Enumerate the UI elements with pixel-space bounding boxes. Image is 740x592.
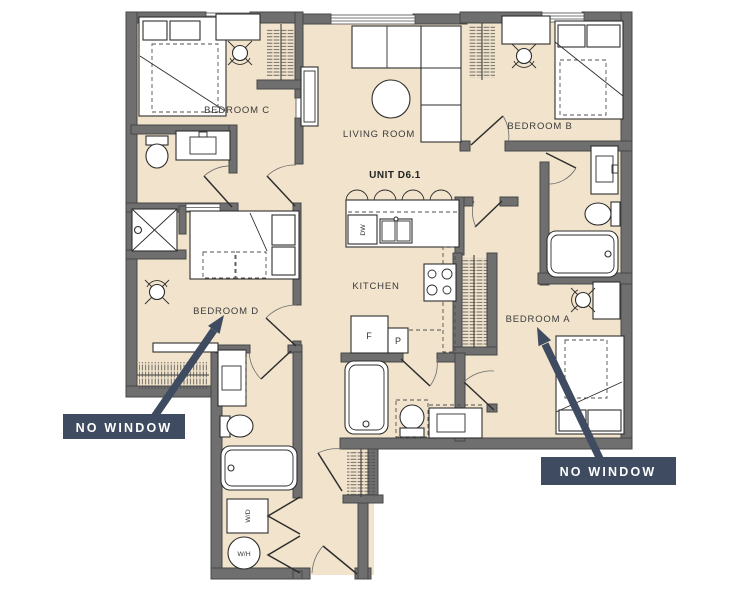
closet-hangers-icon [462, 255, 488, 348]
desk-icon [501, 15, 551, 45]
toilet-icon [584, 201, 621, 227]
bedroom-c-label: BEDROOM C [204, 105, 270, 116]
bedroom-a-furniture [555, 281, 625, 435]
desk-icon [592, 281, 621, 320]
no-window-label: NO WINDOW [560, 465, 657, 479]
stove-icon [423, 263, 457, 302]
bathtub-icon [546, 230, 619, 278]
bedroom-b-furniture [469, 15, 624, 120]
bathroom-c-fixtures [131, 130, 231, 252]
door-arc [545, 152, 577, 185]
unit-label: UNIT D6.1 [369, 170, 421, 181]
closet-hangers-icon [267, 24, 295, 80]
bathroom-b-fixtures [546, 145, 621, 278]
tv-console-icon [300, 66, 319, 127]
pocket-door [185, 203, 221, 212]
bar-stool-icon [345, 189, 453, 202]
washer-dryer-icon [226, 498, 269, 534]
chair-icon [511, 43, 537, 69]
doors [203, 115, 577, 575]
kitchen-fixtures [345, 189, 488, 354]
bedroom-b-label: BEDROOM B [507, 121, 572, 132]
no-window-callout-left: NO WINDOW [63, 315, 224, 439]
door-arc [472, 200, 503, 228]
bathroom-a-fixtures [344, 360, 483, 439]
dishwasher-label: DW [360, 224, 367, 236]
living-room-label: LIVING ROOM [343, 129, 415, 140]
window [330, 14, 416, 25]
bed-icon [555, 335, 625, 435]
fridge-label: F [366, 331, 372, 341]
walls [125, 11, 633, 580]
chair-icon [227, 40, 253, 66]
door-arc [400, 358, 438, 387]
toilet-icon [145, 135, 169, 169]
sink-icon [217, 349, 247, 407]
water-heater-icon [227, 536, 261, 570]
arrow-icon [208, 315, 224, 334]
chair-icon [570, 287, 596, 313]
door-arc [203, 165, 234, 208]
pantry-label: P [395, 336, 401, 346]
dishwasher-icon [347, 214, 378, 245]
door-arc [470, 115, 510, 146]
desk-icon [152, 342, 219, 353]
coffee-table-icon [371, 79, 411, 119]
bathtub-icon [344, 360, 389, 435]
closet-hangers-icon [469, 23, 495, 80]
door-arc [463, 370, 495, 411]
sink-icon [379, 216, 413, 244]
door-arc [311, 545, 358, 575]
bifold-door [266, 496, 301, 574]
toilet-icon [219, 414, 254, 438]
bed-icon [138, 16, 227, 117]
kitchen-label: KITCHEN [352, 281, 399, 292]
pantry-icon [387, 327, 409, 354]
sink-icon [428, 404, 483, 439]
sink-icon [590, 145, 619, 195]
desk-icon [215, 13, 261, 41]
shower-icon [131, 208, 178, 252]
room-labels: BEDROOM C LIVING ROOM BEDROOM B UNIT D6.… [193, 105, 572, 558]
washer-dryer-label: W/D [245, 509, 252, 522]
door-arc [265, 304, 297, 347]
bed-icon [554, 20, 624, 120]
laundry-fixtures [226, 449, 375, 574]
door-arc [266, 164, 297, 207]
bathroom-d-fixtures [217, 349, 298, 491]
closet-hangers-icon [347, 449, 375, 497]
door-arc [248, 350, 292, 380]
sofa-icon [351, 25, 462, 143]
arrow-icon [537, 327, 552, 347]
chair-icon [144, 279, 170, 305]
sink-icon [175, 130, 231, 161]
toilet-icon [399, 404, 425, 438]
no-window-label: NO WINDOW [76, 421, 173, 435]
door-arc [317, 448, 343, 492]
bedroom-d-label: BEDROOM D [193, 306, 259, 317]
no-window-callout-right: NO WINDOW [537, 327, 676, 485]
living-room-furniture [300, 25, 462, 143]
bedroom-a-label: BEDROOM A [506, 314, 571, 325]
bed-icon [189, 210, 300, 280]
water-heater-label: W/H [237, 551, 250, 558]
bathtub-icon [220, 445, 298, 491]
bedroom-c-furniture [138, 13, 295, 117]
